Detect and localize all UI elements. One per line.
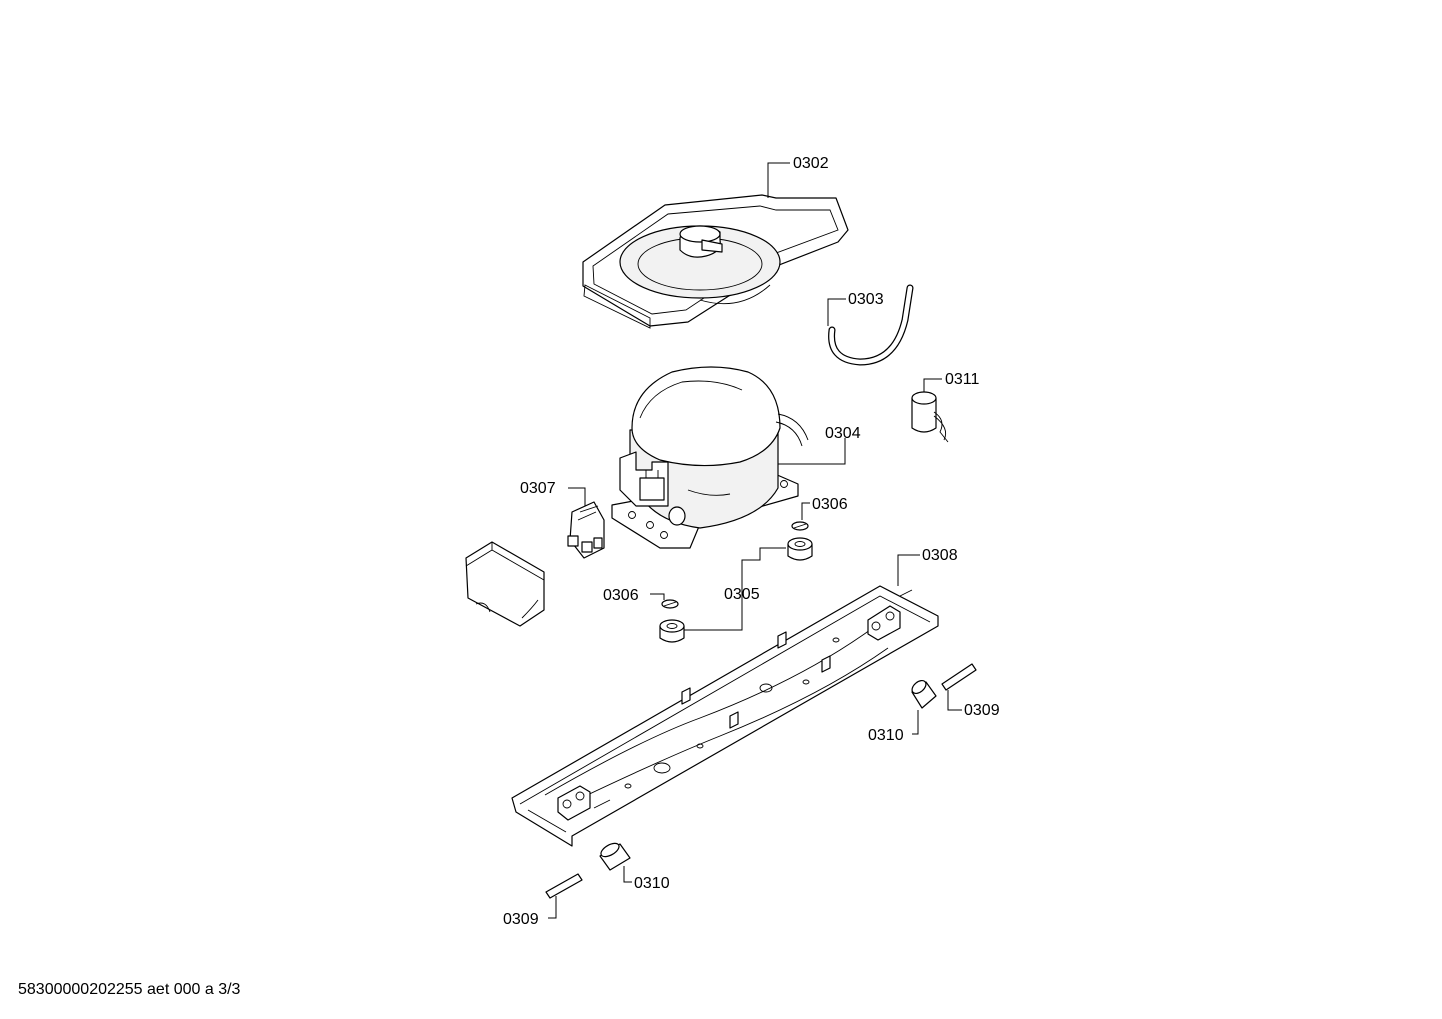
label-0309-right: 0309 [964, 702, 1000, 719]
label-0302: 0302 [793, 155, 829, 172]
label-0306-right: 0306 [812, 496, 848, 513]
label-0305: 0305 [724, 586, 760, 603]
callout-0302: 0302 [767, 155, 829, 198]
label-0307: 0307 [520, 480, 556, 497]
callout-0310-right: 0310 [868, 710, 919, 744]
label-0309-left: 0309 [503, 911, 539, 928]
label-0308: 0308 [922, 547, 958, 564]
label-0304: 0304 [825, 425, 861, 442]
part-0305-damper-right [787, 537, 813, 561]
part-0311-capacitor [911, 391, 949, 443]
label-0310-right: 0310 [868, 727, 904, 744]
callout-0305: 0305 [684, 547, 786, 631]
label-0311: 0311 [945, 371, 980, 388]
part-0310-sleeve-left [599, 842, 631, 871]
callout-0309-left: 0309 [503, 896, 557, 928]
part-0308-base-rail [511, 585, 939, 847]
part-0309-pin-left [545, 873, 583, 899]
label-0306-left: 0306 [603, 587, 639, 604]
part-0310-sleeve-right [911, 679, 937, 709]
part-relay-cover [465, 541, 545, 627]
callout-0306-left: 0306 [603, 587, 665, 604]
part-0305-damper-left [659, 619, 685, 643]
callout-0306-right: 0306 [801, 496, 848, 520]
callout-0303: 0303 [827, 291, 884, 326]
label-0310-left: 0310 [634, 875, 670, 892]
drawing-reference-footer: 58300000202255 aet 000 a 3/3 [18, 981, 241, 998]
part-0303-hose [828, 284, 914, 366]
callout-0304: 0304 [778, 425, 861, 465]
part-0302-drip-tray [582, 194, 849, 329]
part-0309-pin-right [941, 663, 977, 691]
part-0306-grommet-left [661, 599, 679, 609]
part-0306-grommet-right [791, 521, 809, 531]
label-0303: 0303 [848, 291, 884, 308]
callout-0307: 0307 [520, 480, 586, 506]
callout-0311: 0311 [923, 371, 980, 392]
callout-0310-left: 0310 [623, 866, 670, 892]
callout-0308: 0308 [897, 547, 958, 586]
part-0307-relay [567, 501, 605, 559]
callout-0309-right: 0309 [947, 690, 1000, 719]
part-0304-compressor [611, 366, 809, 549]
